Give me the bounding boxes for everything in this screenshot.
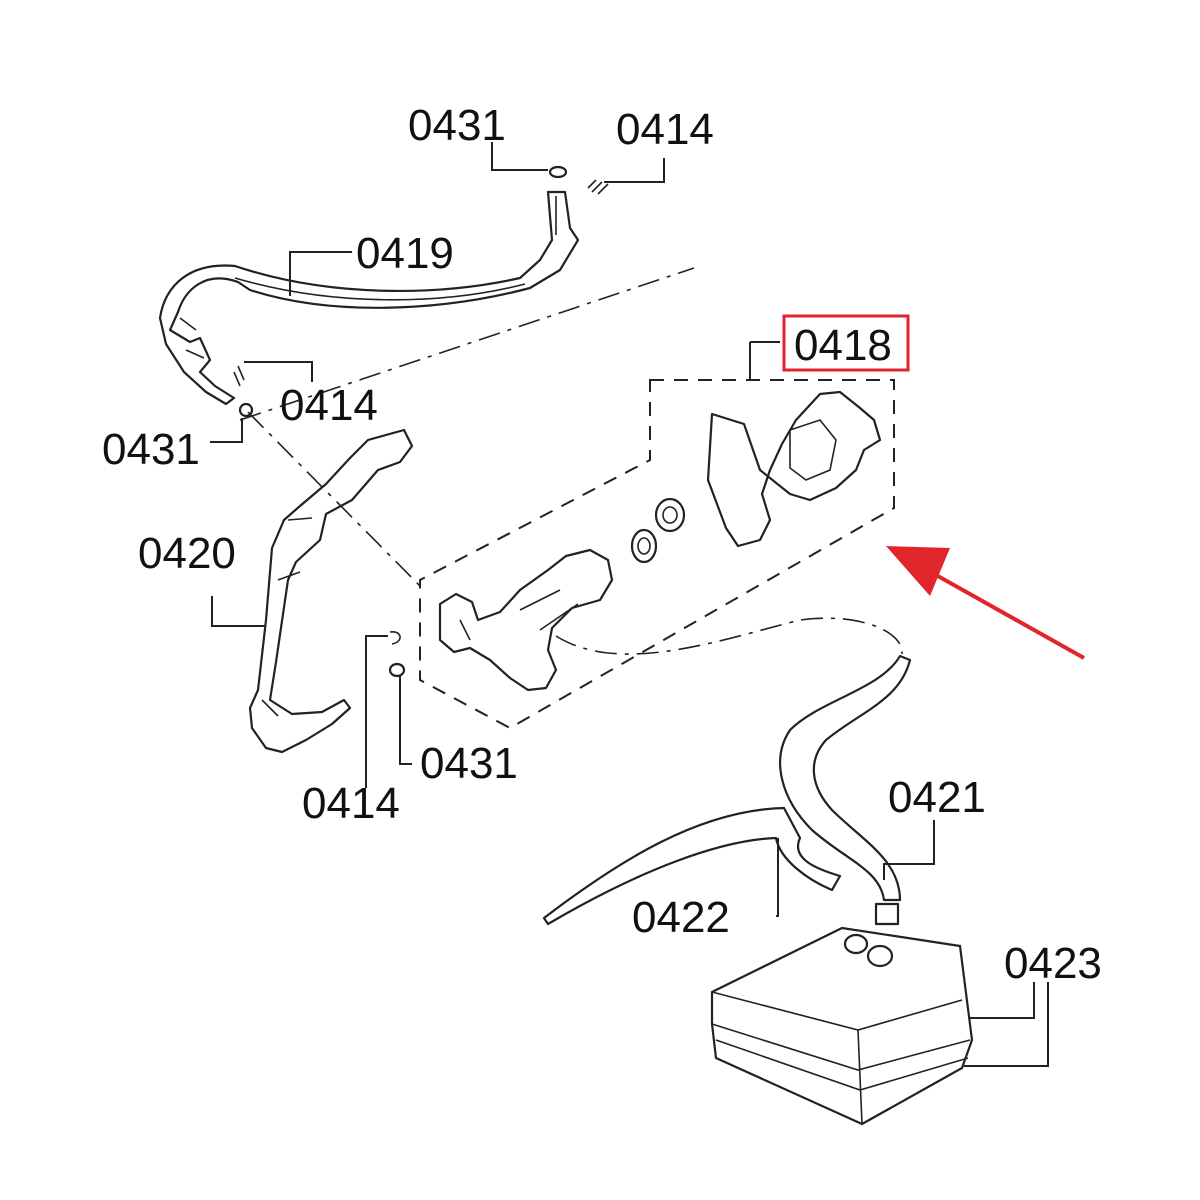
callout-0414-left: 0414 — [280, 381, 378, 430]
washer-0431-top[interactable] — [548, 165, 568, 179]
callout-0423: 0423 — [1004, 939, 1102, 988]
clip-0414-left[interactable] — [233, 365, 245, 387]
seal-ring-2[interactable] — [654, 497, 686, 533]
callout-0422: 0422 — [632, 893, 730, 942]
valve-assembly[interactable] — [438, 548, 614, 692]
callout-0431-left: 0431 — [102, 425, 200, 474]
callout-0431-lower: 0431 — [420, 739, 518, 788]
clip-0414-lower[interactable] — [389, 631, 401, 645]
leader-lines — [210, 142, 1049, 1067]
callout-0414-lower: 0414 — [302, 779, 400, 828]
part-0418[interactable] — [706, 390, 882, 548]
tank-0423[interactable] — [710, 902, 974, 1126]
callout-0418[interactable]: 0418 — [794, 321, 892, 370]
washer-0431-lower[interactable] — [388, 662, 406, 678]
clip-0414-top[interactable] — [587, 179, 609, 195]
hose-0421[interactable] — [779, 654, 912, 902]
red-arrow-icon — [886, 546, 1085, 660]
seal-ring-1[interactable] — [630, 528, 658, 564]
callout-0420: 0420 — [138, 529, 236, 578]
assembly-line-1 — [239, 267, 695, 421]
hose-0420[interactable] — [248, 428, 414, 754]
pipe-0422[interactable] — [542, 806, 842, 926]
assembly-line-3 — [555, 617, 903, 655]
dashed-region-0418 — [419, 379, 895, 730]
hose-0419[interactable] — [158, 190, 580, 406]
callout-0421: 0421 — [888, 773, 986, 822]
callout-0419: 0419 — [356, 229, 454, 278]
callout-0414-top: 0414 — [616, 105, 714, 154]
callout-0418-highlight-box — [782, 314, 910, 372]
callout-0431-top: 0431 — [408, 101, 506, 150]
